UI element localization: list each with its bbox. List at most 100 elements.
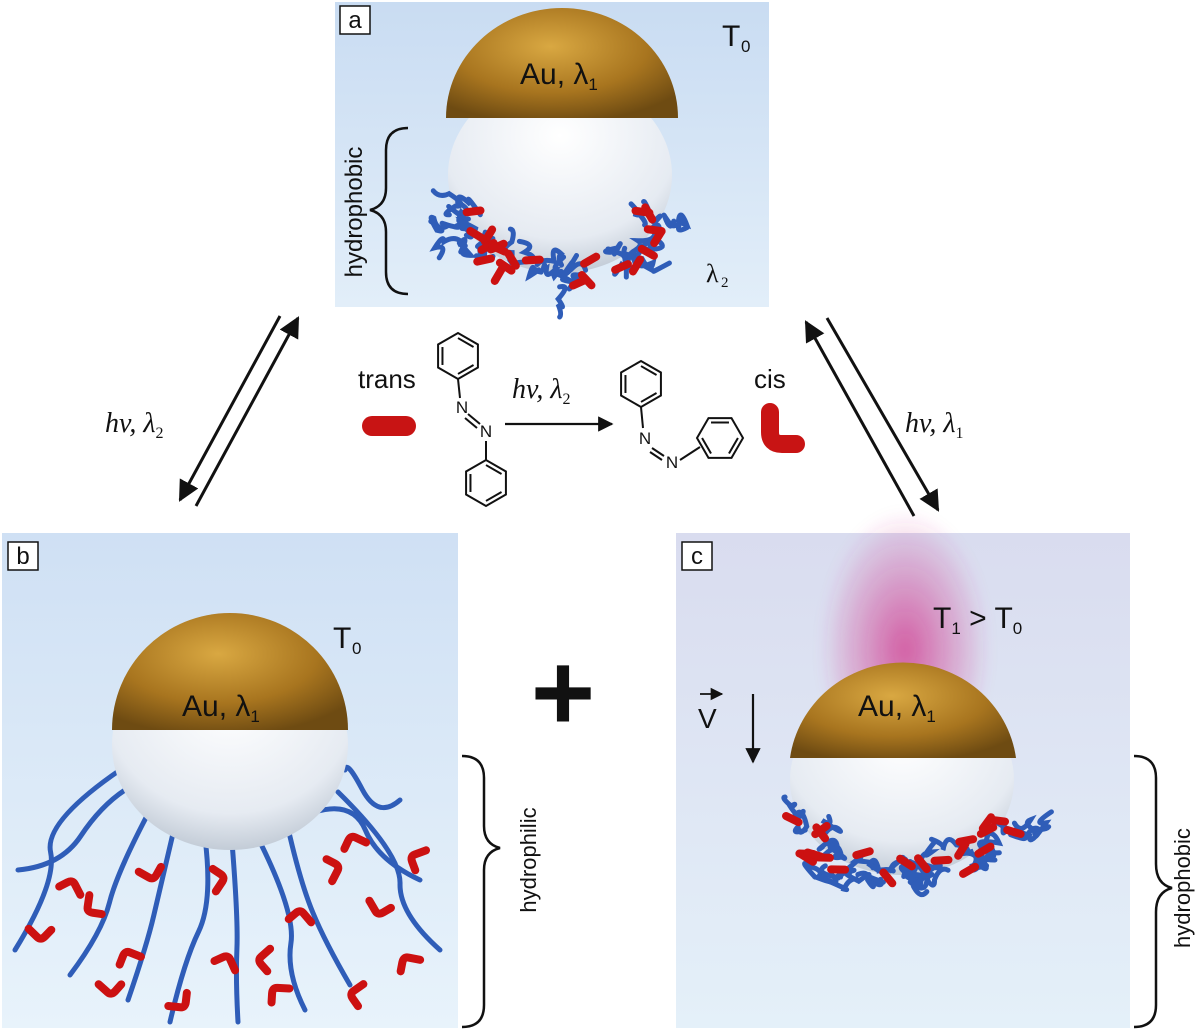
benzene-ring [465,458,507,508]
polymer-coil [551,268,580,286]
polymer-chain [67,807,153,978]
polymer-coil [843,870,886,885]
polymer-coil [819,875,859,893]
panel-a-lambda: λ 2 [706,259,729,291]
trans-azo-mark [504,249,520,270]
trans-azo-mark [473,254,495,266]
cis-azo-mark [164,988,191,1012]
trans-azo-mark [879,868,897,888]
cis-azo-mark [340,832,371,853]
trans-azo-mark [637,244,658,260]
polymer-chain [125,822,178,1003]
trans-azo-mark [650,227,666,248]
polymer-coil [792,809,810,835]
panel-a-side-label: hydrophobic [341,147,368,278]
svg-text:T: T [333,622,351,655]
polymer-coil [781,794,806,819]
trans-azo-mark [954,839,970,860]
right-arrow-label: hv, λ1 [905,408,963,442]
cis-azo-mark [210,952,240,975]
panel-c-side-label: hydrophobic [1170,828,1195,948]
benzene-ring [695,417,745,459]
panel-b-polymer-chains [12,764,443,1025]
polymer-chain [285,825,353,988]
trans-azo-mark [569,275,590,290]
cis-azo-mark [347,980,368,1011]
panel-b: b T 0 Au, λ1 hydrophilic [2,533,541,1029]
cis-azobenzene-icon [761,403,805,453]
polymer-coil [635,245,657,271]
polymer-coil [429,236,463,261]
cis-label: cis [754,364,786,394]
trans-azo-mark [487,241,509,256]
trans-azobenzene-structure: NN [437,331,507,508]
trans-azo-mark [812,823,830,843]
polymer-coil [661,212,684,229]
polymer-chain [229,839,241,1025]
polymer-chain [167,835,211,1025]
panel-b-particle: Au, λ1 [12,613,443,1025]
trans-azo-mark [462,206,485,217]
trans-azo-mark [782,811,803,827]
trans-azo-mark [803,848,825,861]
nitrogen-label: N [456,398,468,417]
isomerization-scheme: trans NN hv, λ2 NN cis [358,331,805,508]
svg-text:V: V [698,703,717,734]
trans-azo-mark [1003,826,1025,838]
cis-azo-mark [94,980,126,998]
cis-azo-mark [396,953,425,976]
trans-azo-mark [521,255,544,265]
panel-b-side-label: hydrophilic [516,807,541,912]
panel-b-cis-azobenzene [24,832,431,1012]
panel-a-au-label: Au, λ1 [520,58,598,94]
cis-azo-mark [365,896,395,918]
panel-a-side-brace: hydrophobic [341,126,409,296]
cis-azo-mark [284,907,316,927]
polymer-coil [977,831,1004,856]
trans-azo-mark [896,854,916,871]
left-equilibrium-arrows: hv, λ2 [105,315,300,507]
polymer-coil [540,254,567,277]
panel-c: c T1 > T0 V Au, λ1 hydrophobic [676,510,1195,1029]
cis-azo-mark [255,944,275,976]
nitrogen-label: N [639,429,651,448]
trans-azo-mark [976,823,998,838]
panel-b-side-brace: hydrophilic [461,754,541,1029]
polymer-chain [342,764,403,811]
polymer-chain [255,835,308,1013]
right-equilibrium-arrows: hv, λ1 [804,317,963,517]
trans-azo-mark [827,865,850,874]
polymer-coil [603,241,623,257]
svg-text:0: 0 [352,639,361,658]
left-arrow-label: hv, λ2 [105,408,163,442]
panel-c-au-label: Au, λ1 [858,690,936,726]
polymer-coil [1011,814,1052,832]
cis-azobenzene-structure: NN [620,359,745,472]
panel-c-polymer-shell [781,794,1054,898]
nitrogen-label: N [480,422,492,441]
polymer-coil [456,237,477,258]
benzene-ring [620,359,662,409]
panel-c-letter: c [691,543,703,570]
cis-azo-mark [134,862,165,883]
polymer-coil [918,839,943,871]
cis-azo-mark [322,855,343,886]
polymer-coil [635,222,665,254]
trans-azo-mark [611,260,632,274]
cis-azo-mark [24,924,56,943]
panel-c-velocity: V [698,687,761,764]
trans-azo-mark [490,264,506,285]
polymer-chain [12,767,123,953]
trans-azo-mark [930,855,953,865]
polymer-coil [816,837,840,861]
svg-text:T: T [722,20,740,53]
trans-azo-mark [852,847,874,860]
polymer-coil [428,214,451,234]
polymer-coil [993,818,1009,836]
cis-azo-mark [55,877,85,899]
trans-azo-mark [631,206,654,217]
panel-b-temperature: T 0 [333,622,361,658]
polymer-chain [335,789,443,953]
cis-azo-mark [208,864,228,896]
nitrogen-label: N [666,453,678,472]
